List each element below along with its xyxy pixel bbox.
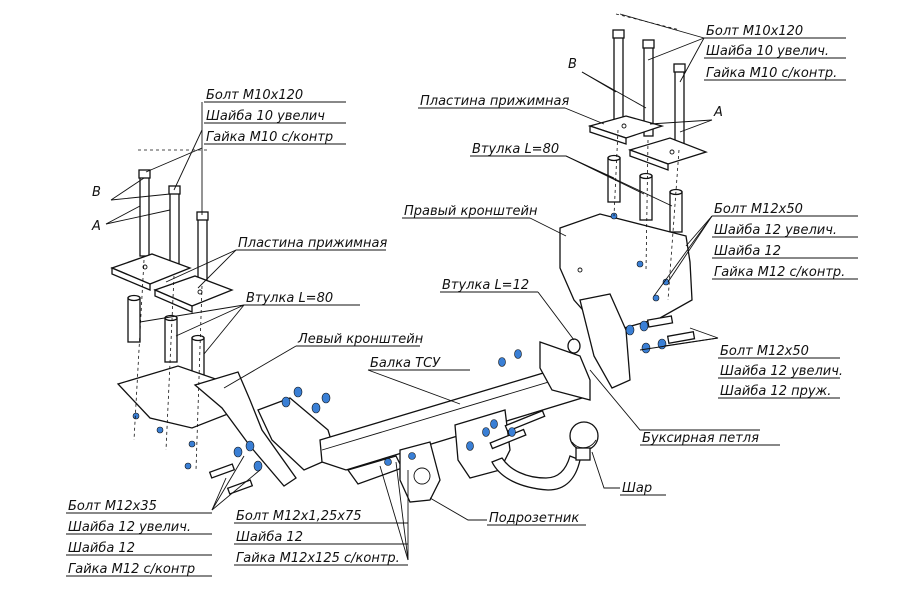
- label-washer-12-4: Шайба 12: [236, 530, 303, 545]
- label-socket-plate: Подрозетник: [489, 511, 579, 526]
- tow-beam: [319, 341, 591, 485]
- right-bracket-fasteners: [567, 315, 696, 354]
- label-beam: Балка ТСУ: [370, 356, 441, 371]
- label-plate-right: Пластина прижимная: [420, 94, 569, 109]
- label-left-bracket: Левый кронштейн: [297, 332, 424, 347]
- label-washer-12-enl-3: Шайба 12 увелич.: [68, 520, 191, 535]
- tow-ball-arm: [491, 421, 599, 491]
- label-washer-12-enl-2: Шайба 12 увелич.: [720, 364, 843, 379]
- label-nut-m12-1: Гайка М12 с/контр.: [714, 265, 845, 280]
- label-a-right: А: [713, 105, 723, 120]
- label-washer-12-3: Шайба 12: [68, 541, 135, 556]
- label-a-left: А: [91, 219, 101, 234]
- right-bolts: [612, 29, 686, 147]
- label-ball: Шар: [622, 481, 652, 496]
- right-bracket-body: [559, 212, 693, 389]
- label-washer-12-enl-1: Шайба 12 увелич.: [714, 223, 837, 238]
- left-bracket-body: [116, 365, 337, 487]
- label-bushing-l80-left: Втулка L=80: [246, 291, 333, 306]
- label-nut-m12-3: Гайка М12 с/контр: [68, 562, 195, 577]
- label-nut-m12x125: Гайка М12х125 с/контр.: [236, 551, 400, 566]
- labels: Болт М10х120 Шайба 10 увелич Гайка М10 с…: [68, 24, 845, 577]
- label-b-right: В: [568, 57, 577, 72]
- label-bolt-m10x120-right: Болт М10х120: [706, 24, 803, 39]
- right-pressing-plates: [587, 115, 708, 171]
- label-tow-eye: Буксирная петля: [642, 431, 759, 446]
- label-b-left: В: [92, 185, 101, 200]
- label-bolt-m10x120-left: Болт М10х120: [206, 88, 303, 103]
- left-pressing-plates: [110, 253, 234, 313]
- leader-lines: [105, 13, 760, 561]
- assembly-centerlines: [133, 13, 681, 471]
- label-nut-m10-left: Гайка М10 с/контр: [206, 130, 333, 145]
- label-washer-12-1: Шайба 12: [714, 244, 781, 259]
- label-bushing-l80-right: Втулка L=80: [472, 142, 559, 157]
- right-bushings: [607, 154, 683, 233]
- label-bolt-m12x50-2: Болт М12х50: [720, 344, 809, 359]
- label-underlines: [66, 37, 858, 577]
- label-washer-10-left: Шайба 10 увелич: [206, 109, 325, 124]
- label-nut-m10-right: Гайка М10 с/контр.: [706, 66, 837, 81]
- label-bolt-m12x35: Болт М12х35: [68, 499, 157, 514]
- label-washer-12-spring: Шайба 12 пруж.: [720, 384, 831, 399]
- label-plate-left: Пластина прижимная: [238, 236, 387, 251]
- left-bushings: [127, 294, 205, 379]
- label-bolt-m12x50-1: Болт М12х50: [714, 202, 803, 217]
- label-washer-10-right: Шайба 10 увелич.: [706, 44, 829, 59]
- label-right-bracket: Правый кронштейн: [404, 204, 538, 219]
- label-bushing-l12: Втулка L=12: [442, 278, 529, 293]
- label-bolt-m12x125: Болт М12х1,25х75: [236, 509, 362, 524]
